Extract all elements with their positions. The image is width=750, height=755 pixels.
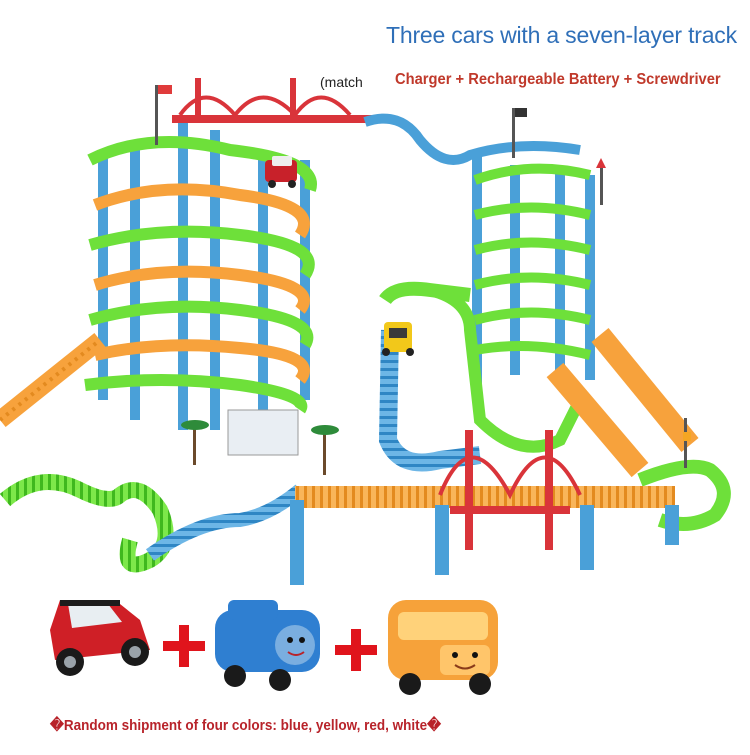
footer-note: �Random shipment of four colors: blue, y… [50,717,441,734]
bottom-green-snake [0,474,174,573]
middle-blue-track [378,329,482,472]
decor-palm-left [181,420,209,465]
plus-sign-2 [335,629,377,671]
red-suspension-bridge [438,430,582,550]
blue-train-car [215,600,320,691]
red-suv-car [50,600,150,676]
left-tower [0,78,372,430]
headline: Three cars with a seven-layer track [386,22,737,48]
right-tower [472,108,606,385]
plus-sign-1 [163,625,205,667]
match-note: (match [320,74,363,90]
accessories-text: Charger + Rechargeable Battery + Screwdr… [395,71,721,88]
upper-connector-track [363,113,581,165]
yellow-bus-car [388,600,498,695]
middle-green-curve [379,281,471,305]
decor-palm-right [311,425,339,475]
red-car-on-track [265,156,297,188]
yellow-car-on-track [382,322,414,356]
bottom-orange-track [295,486,675,508]
toll-gate [227,409,299,456]
